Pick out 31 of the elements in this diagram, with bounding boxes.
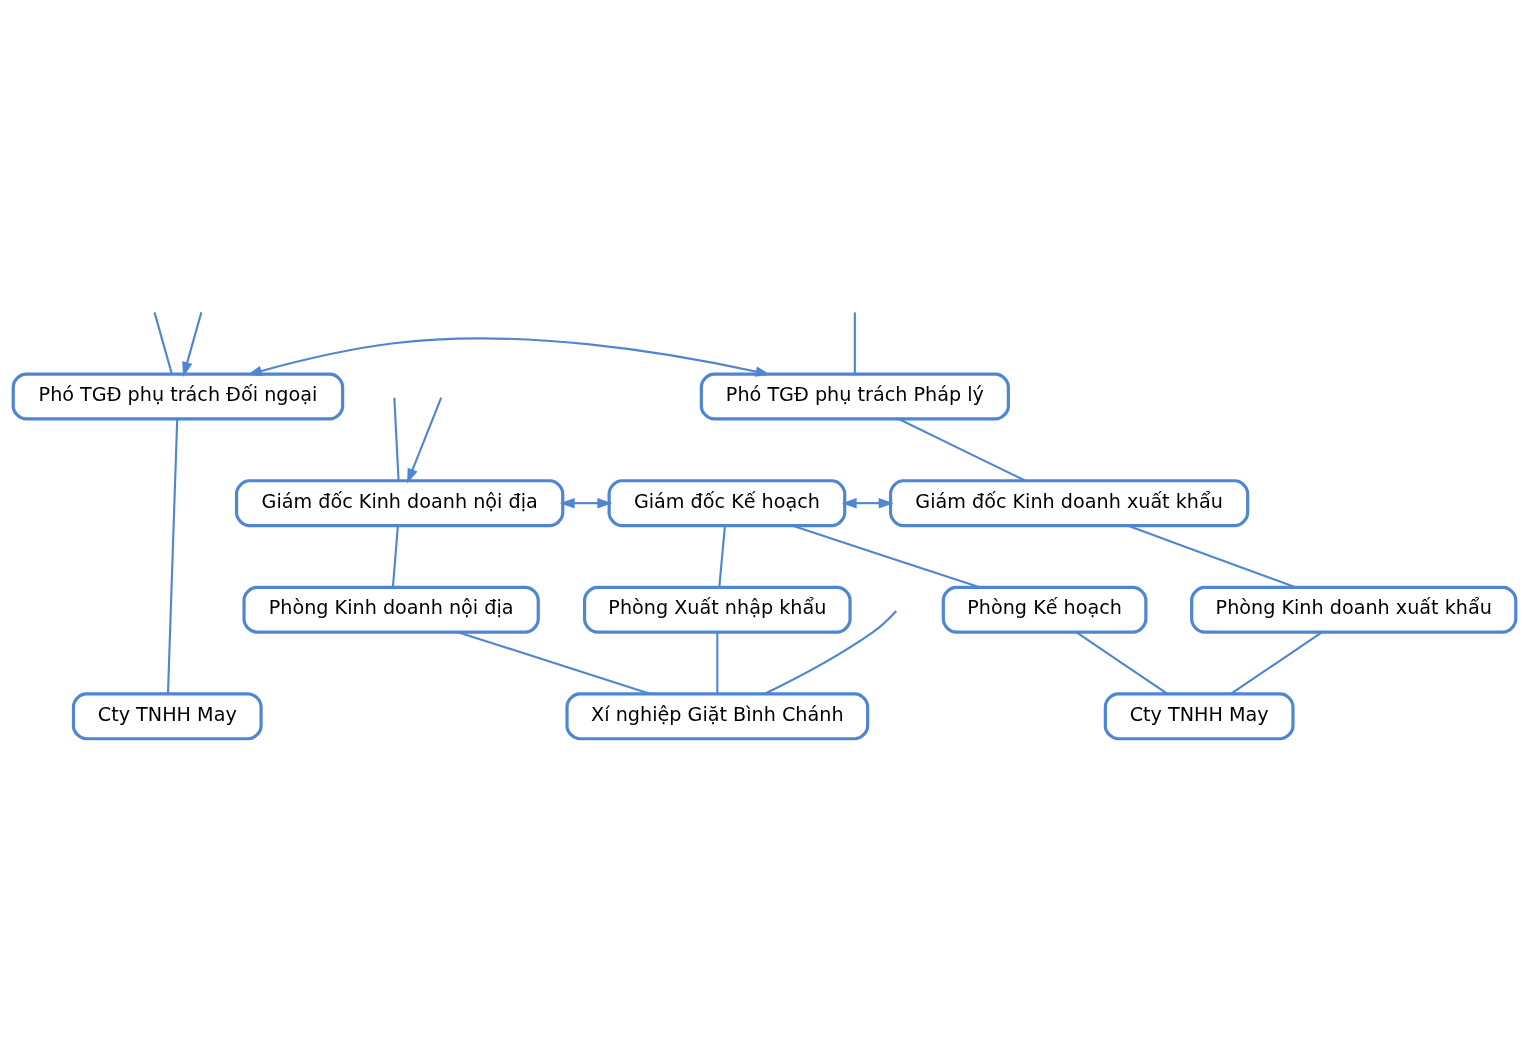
node-box: Cty TNHH May [71,692,263,741]
connector [393,397,400,481]
connector [457,631,651,695]
connector [716,632,719,694]
node-box: Phòng Kế hoạch [941,585,1148,634]
connector [166,418,179,694]
node-box: Phòng Xuất nhập khẩu [583,585,852,634]
arrow [841,497,894,509]
connector [898,418,1026,482]
arrow [182,312,203,377]
connector [1127,524,1296,589]
node-box: Cty TNHH May [1103,692,1295,741]
connector [1075,631,1169,695]
connector [763,610,898,695]
connector [391,525,399,588]
connector [718,525,726,588]
connector [1230,631,1323,695]
node-box: Giám đốc Kinh doanh xuất khẩu [888,479,1250,528]
connector [853,312,856,374]
node-box: Phó TGĐ phụ trách Đối ngoại [11,372,345,421]
arrow [559,497,613,509]
connector [791,524,980,589]
arrow [246,337,771,377]
arrow [407,397,443,484]
node-box: Phó TGĐ phụ trách Pháp lý [699,372,1010,421]
node-box: Giám đốc Kinh doanh nội địa [234,479,565,528]
connector [153,312,173,375]
node-box: Phòng Kinh doanh xuất khẩu [1190,585,1518,634]
node-box: Xí nghiệp Giặt Bình Chánh [565,692,870,741]
node-box: Giám đốc Kế hoạch [607,479,847,528]
node-box: Phòng Kinh doanh nội địa [242,585,540,634]
